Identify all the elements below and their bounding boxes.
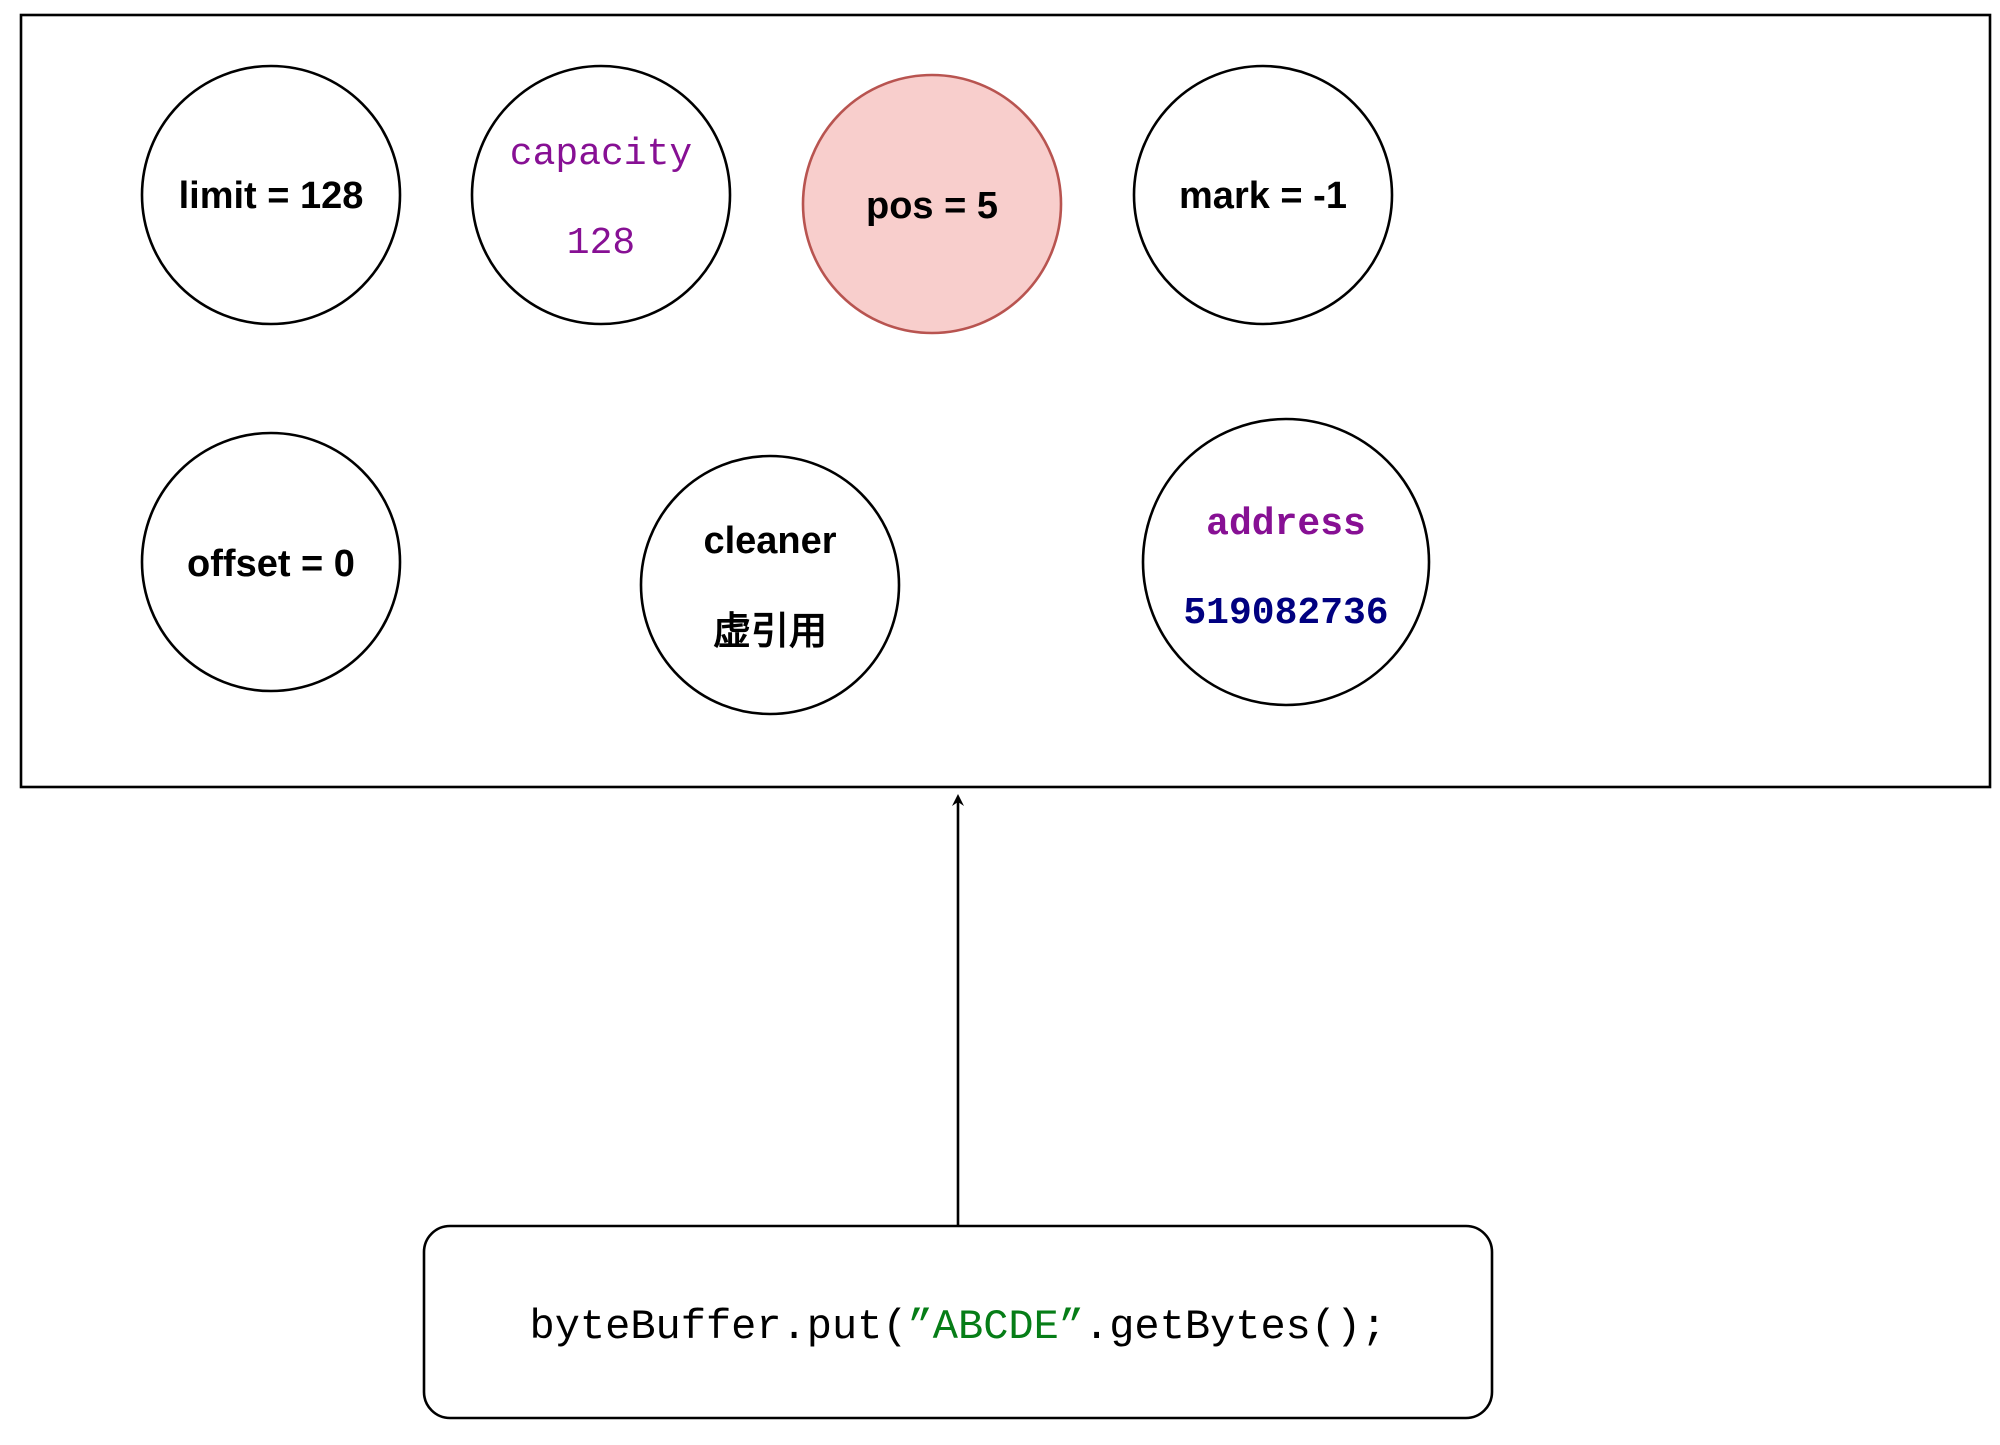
cleaner-circle: [639, 454, 901, 716]
address-node: address 519082736: [1141, 417, 1431, 707]
address-circle: [1141, 417, 1431, 707]
mark-node: mark = -1: [1132, 64, 1394, 326]
address-value: 519082736: [1183, 592, 1388, 635]
capacity-name: capacity: [510, 133, 692, 176]
offset-label: offset = 0: [187, 543, 355, 585]
mark-label: mark = -1: [1179, 175, 1347, 217]
limit-circle: [140, 64, 402, 326]
offset-circle: [140, 431, 402, 693]
code-statement: byteBuffer.put(”ABCDE”.getBytes();: [530, 1303, 1387, 1351]
code-string-literal: ”ABCDE”: [908, 1303, 1084, 1351]
pos-label: pos = 5: [866, 185, 998, 227]
limit-label: limit = 128: [179, 175, 364, 217]
code-suffix: .getBytes();: [1084, 1303, 1386, 1351]
code-box-frame: [422, 1224, 1494, 1420]
cleaner-node: cleaner 虚引用: [639, 454, 901, 716]
capacity-circle: [470, 64, 732, 326]
cleaner-value: 虚引用: [713, 611, 827, 653]
offset-node: offset = 0: [140, 431, 402, 693]
address-name: address: [1206, 503, 1366, 546]
cleaner-name: cleaner: [703, 520, 836, 562]
capacity-node: capacity 128: [470, 64, 732, 326]
limit-node: limit = 128: [140, 64, 402, 326]
pos-circle: [801, 73, 1063, 335]
code-box: byteBuffer.put(”ABCDE”.getBytes();: [422, 1224, 1494, 1420]
capacity-value: 128: [567, 222, 635, 265]
mark-circle: [1132, 64, 1394, 326]
pos-node: pos = 5: [801, 73, 1063, 335]
code-prefix: byteBuffer.put(: [530, 1303, 908, 1351]
